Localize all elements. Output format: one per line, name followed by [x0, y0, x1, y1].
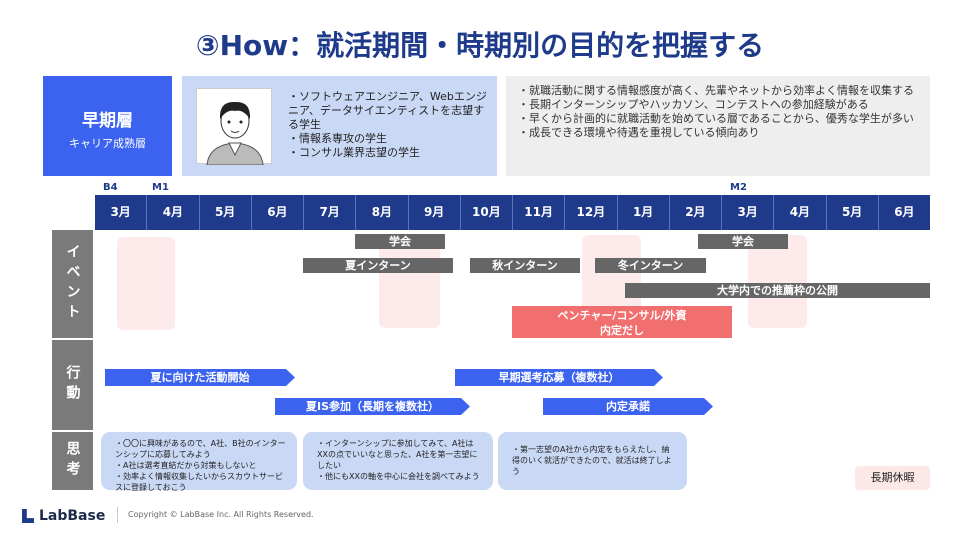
month-cell: 6月 — [894, 205, 915, 219]
event-summer-intern: 夏インターン — [303, 258, 453, 273]
month-cell: 3月 — [95, 195, 148, 230]
event-conference: 学会 — [355, 234, 445, 249]
action-accept-offer: 内定承諾 — [543, 398, 713, 415]
event-autumn-intern: 秋インターン — [470, 258, 580, 273]
thought-bubble: ・〇〇に興味があるので、A社、B社のインターンシップに応募してみよう ・A社は選… — [101, 432, 297, 492]
highlight-period — [117, 237, 175, 330]
event-conference-2: 学会 — [698, 234, 788, 249]
year-label-m1: M1 — [152, 182, 169, 193]
event-recommendation: 大学内での推薦枠の公開 — [625, 283, 930, 298]
segment-name: 早期層 — [82, 111, 133, 131]
month-cell: 4月 — [774, 195, 827, 230]
action-summer-is: 夏IS参加（長期を複数社） — [275, 398, 470, 415]
traits-box: ・就職活動に関する情報感度が高く、先輩やネットから効率よく情報を収集する ・長期… — [506, 76, 930, 176]
row-label-thought: 思考 — [52, 432, 93, 490]
year-label-b4: B4 — [103, 182, 118, 193]
segment-box: 早期層 キャリア成熟層 — [43, 76, 172, 176]
month-cell: 10月 — [461, 195, 513, 230]
vacation-label: 長期休暇 — [855, 466, 930, 490]
month-cell: 11月 — [513, 195, 566, 230]
row-label-action: 行動 — [52, 340, 93, 430]
month-cell: 5月 — [200, 195, 252, 230]
month-cell: 8月 — [356, 195, 409, 230]
month-cell: 6月 — [252, 195, 304, 230]
month-cell: 2月 — [670, 195, 722, 230]
highlight-period — [379, 237, 440, 328]
logo: LabBase — [22, 508, 105, 524]
highlight-period — [748, 235, 807, 328]
copyright: Copyright © LabBase Inc. All Rights Rese… — [128, 510, 314, 519]
month-cell: 3月 — [722, 195, 775, 230]
month-cell: 9月 — [409, 195, 461, 230]
segment-sub: キャリア成熟層 — [69, 137, 146, 150]
action-summer-start: 夏に向けた活動開始 — [105, 369, 295, 386]
logo-icon — [22, 509, 34, 523]
person-icon — [206, 101, 264, 166]
action-early-selection: 早期選考応募（複数社） — [455, 369, 663, 386]
month-cell: 1月 — [618, 195, 670, 230]
event-winter-intern: 冬インターン — [595, 258, 706, 273]
avatar — [196, 88, 272, 166]
divider — [117, 507, 118, 523]
month-cell: 12月 — [565, 195, 618, 230]
year-label-m2: M2 — [730, 182, 747, 193]
event-offers: ベンチャー/コンサル/外資 内定だし — [512, 306, 732, 338]
thought-bubble: ・第一志望のA社から内定をもらえたし、納得のいく就活ができたので、就活は終了しよ… — [498, 432, 687, 490]
month-cell: 4月 — [147, 195, 200, 230]
row-label-event: イベント — [52, 230, 93, 338]
month-cell: 5月 — [827, 195, 879, 230]
thought-bubble: ・インターンシップに参加してみて、A社はXXの点でいいなと思った、A社を第一志望… — [303, 432, 493, 490]
month-cell: 7月 — [304, 195, 357, 230]
persona-text: ・ソフトウェアエンジニア、Webエンジニア、データサイエンティストを志望する学生… — [288, 90, 487, 159]
page-title: ③How：就活期間・時期別の目的を把握する — [195, 29, 765, 62]
persona-box: ・ソフトウェアエンジニア、Webエンジニア、データサイエンティストを志望する学生… — [182, 76, 497, 176]
